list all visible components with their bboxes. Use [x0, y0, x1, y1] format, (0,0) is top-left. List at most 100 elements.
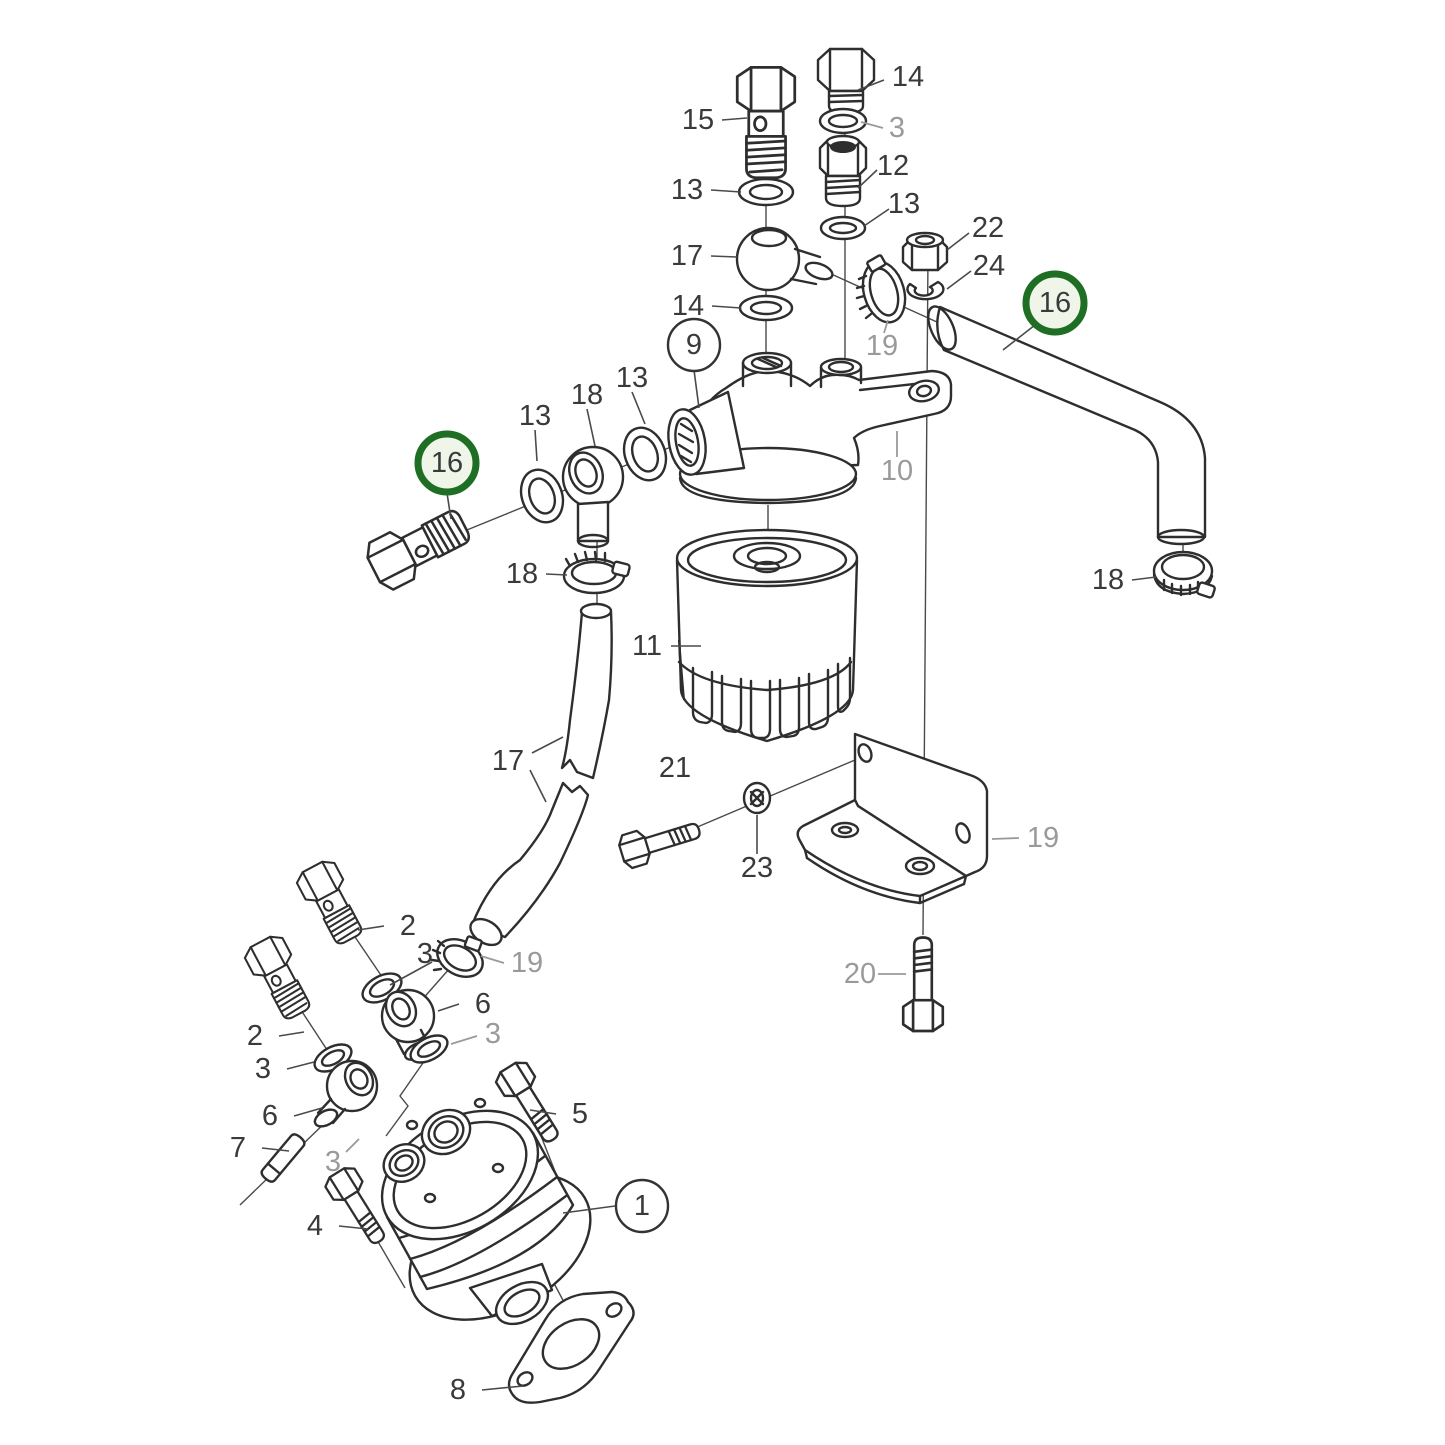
callout-5-33: 5: [572, 1098, 588, 1130]
callout-text: 18: [571, 379, 603, 411]
callout-text: 15: [682, 104, 714, 136]
callout-text: 14: [892, 61, 924, 93]
callout-3-36: 3: [325, 1146, 341, 1178]
callout-20-28: 20: [844, 958, 876, 990]
callout-16-10[interactable]: 16: [1022, 270, 1088, 336]
callout-text: 3: [485, 1018, 501, 1050]
callout-3-2: 3: [889, 112, 905, 144]
callout-19-12: 19: [866, 330, 898, 362]
part-banjo-bolt-16: [360, 499, 477, 595]
part-lock-washer-24: [906, 280, 945, 301]
callout-text: 17: [492, 745, 524, 777]
part-hex-plug-14: [816, 47, 876, 115]
part-hose-clamp-19-top: [855, 254, 907, 324]
callout-8-39: 8: [450, 1374, 466, 1406]
callout-2-25: 2: [400, 910, 416, 942]
callout-text: 16: [431, 447, 463, 479]
part-banjo-union-18: [561, 445, 625, 549]
callout-text: 16: [1039, 287, 1071, 319]
callout-13-4: 13: [671, 174, 703, 206]
callout-text: 12: [877, 150, 909, 182]
part-bolt-20: [901, 936, 945, 1033]
part-washer-23: [742, 781, 772, 815]
part-washer-13-spout: [622, 426, 668, 482]
part-bracket-19: [796, 732, 989, 905]
part-washer-3-top: [818, 107, 868, 135]
callout-4-38: 4: [307, 1210, 323, 1242]
callout-text: 24: [973, 250, 1005, 282]
callout-text: 11: [632, 630, 662, 662]
part-bolt-21: [615, 812, 706, 871]
callout-circle: [614, 1178, 670, 1234]
callout-3-26: 3: [417, 938, 433, 970]
callout-18-18: 18: [506, 558, 538, 590]
callout-text: 2: [247, 1020, 263, 1052]
part-fuel-pump-1: [380, 1097, 592, 1326]
callout-text: 6: [262, 1100, 278, 1132]
callout-text: 3: [325, 1146, 341, 1178]
callout-13-13: 13: [616, 362, 648, 394]
callout-text: 13: [671, 174, 703, 206]
part-hose-clamp-19-lower: [430, 935, 484, 978]
leader-lines: [261, 79, 1157, 1391]
part-hose-clamp-18-left: [562, 550, 631, 595]
callout-15-1: 15: [682, 104, 714, 136]
callout-24-8: 24: [973, 250, 1005, 282]
callout-11-20: 11: [632, 630, 662, 662]
callout-text: 13: [888, 188, 920, 220]
callout-text: 19: [866, 330, 898, 362]
callout-23-24: 23: [741, 852, 773, 884]
callout-text: 9: [686, 329, 702, 361]
part-filter-head: [667, 351, 953, 505]
part-fuel-return-pipe: [927, 305, 1207, 546]
callout-text: 19: [511, 947, 543, 979]
callout-21-22: 21: [659, 752, 691, 784]
part-washer-14-mid: [738, 294, 794, 322]
callout-text: 21: [659, 752, 691, 784]
callout-7-35: 7: [230, 1132, 246, 1164]
callout-14-9: 14: [672, 290, 704, 322]
highlight-ring: [1022, 270, 1088, 336]
callout-22-6: 22: [972, 212, 1004, 244]
callout-text: 7: [230, 1132, 246, 1164]
callout-19-23: 19: [1027, 822, 1059, 854]
callout-16-16[interactable]: 16: [414, 430, 480, 496]
callout-text: 8: [450, 1374, 466, 1406]
callout-text: 20: [844, 958, 876, 990]
callout-17-7: 17: [671, 240, 703, 272]
part-banjo-bolt-2b: [240, 930, 319, 1026]
part-banjo-union-6a: [380, 988, 436, 1061]
part-banjo-bolt-2a: [292, 855, 371, 951]
callout-12-3: 12: [877, 150, 909, 182]
part-nut-22: [901, 231, 949, 272]
callout-text: 14: [672, 290, 704, 322]
callout-text: 6: [475, 988, 491, 1020]
part-banjo-union-17: [735, 226, 834, 292]
callout-13-15: 13: [519, 400, 551, 432]
callout-13-5: 13: [888, 188, 920, 220]
parts-layer: [240, 47, 1216, 1404]
callout-9-11: 9: [666, 317, 722, 373]
callout-text: 13: [616, 362, 648, 394]
callout-6-34: 6: [262, 1100, 278, 1132]
part-washer-3b: [409, 1034, 449, 1064]
callout-text: 4: [307, 1210, 323, 1242]
part-washer-13-right: [819, 215, 867, 241]
callout-text: 10: [881, 455, 913, 487]
callout-text: 5: [572, 1098, 588, 1130]
callout-text: 18: [1092, 564, 1124, 596]
callout-19-27: 19: [511, 947, 543, 979]
callout-17-21: 17: [492, 745, 524, 777]
callout-text: 2: [400, 910, 416, 942]
callout-14-0: 14: [892, 61, 924, 93]
part-fuel-filter-11: [675, 528, 859, 743]
callout-2-31: 2: [247, 1020, 263, 1052]
callout-text: 19: [1027, 822, 1059, 854]
callout-text: 3: [255, 1053, 271, 1085]
part-washer-13-left: [519, 468, 565, 524]
callout-circle: [666, 317, 722, 373]
part-connector-12: [818, 134, 868, 208]
part-gasket-8: [507, 1290, 635, 1404]
